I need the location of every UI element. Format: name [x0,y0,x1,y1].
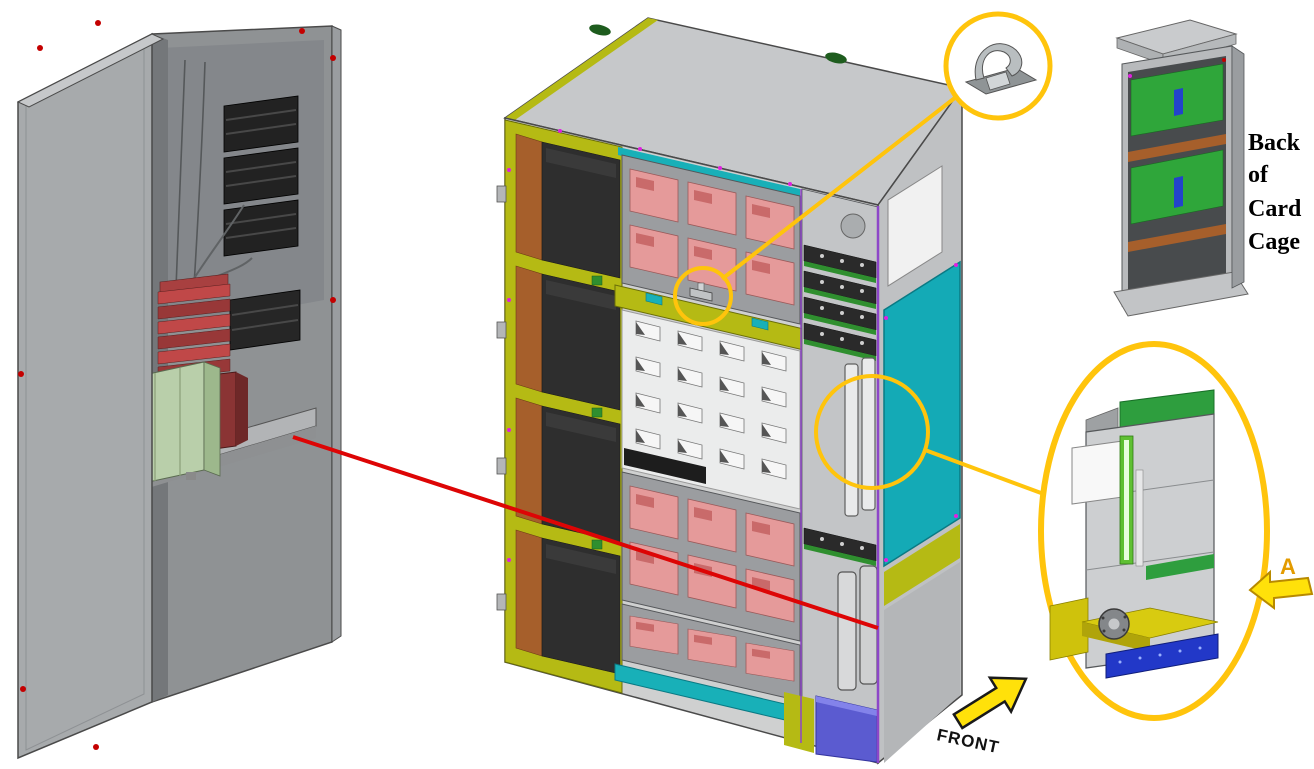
top-teal-rail [618,147,800,197]
detail-a-arrow [1248,569,1314,610]
detail-a-marker: A [1248,554,1314,610]
back-of-card-cage-label: Back of Card Cage [1248,130,1302,255]
left-bay-column [496,119,623,694]
bay-hinge-green-3 [591,539,603,550]
front-arrow [952,676,1028,730]
tall-slab-1 [837,571,857,691]
chassis-top-left-yellow-edge [505,18,658,120]
mini-cage-red-dot [1222,58,1226,62]
clip-highlight-circle [673,266,733,326]
teal-clip-2 [751,317,769,331]
cabinet-shelf-front [128,426,316,494]
detail-seam-2 [1085,551,1215,571]
clip-callout-leader [720,95,958,281]
bay-hinge-green-2 [591,407,603,418]
mini-cage-blue-connector-1 [1174,88,1183,116]
mini-cage-orange-rail-1 [1128,134,1226,162]
silver-bar-1 [844,363,859,517]
front-label: FRONT [935,725,1001,757]
cabinet-door-panel [17,32,153,760]
detail-fan [1098,608,1130,640]
right-face-yellow-strip [884,524,960,606]
blue-module-top-edge [816,696,877,716]
main-chassis-view [496,17,964,765]
label-line-back: Back [1248,130,1301,156]
card-cage-corner-detail [1049,389,1219,679]
detail-yellow-wing [1049,597,1089,661]
teal-side-panel [883,260,961,568]
chassis-highlight-circle [814,374,930,490]
detail-green-bar-highlight [1124,440,1129,560]
cabinet-top-edge [16,33,165,108]
detail-blue-strip-pins [1118,646,1202,664]
silver-bar-2 [861,357,876,511]
clip-detail-circle [943,11,1053,121]
mini-cage-pink-dot [1128,74,1132,78]
red-leader-line [292,435,879,630]
finned-heat-blocks [223,95,301,351]
detail-a-label: A [1280,554,1296,579]
detail-green-strip-lower [1146,554,1214,580]
card-cage-detail-callout: A [814,341,1314,721]
yellow-base-patch [784,692,814,753]
dark-brush-strip [624,448,706,484]
detail-blue-connector-strip [1105,633,1219,679]
top-vent-oval-1 [589,24,611,36]
hinge-tab-3 [496,457,507,475]
mini-cage-orange-rail-2 [1128,224,1226,252]
hinge-tab-4 [496,593,507,611]
hinge-tab-2 [496,321,507,339]
label-line-card: Card [1248,196,1302,222]
top-vent-oval-2 [825,52,847,64]
back-of-card-cage-view: Back of Card Cage [1113,19,1302,317]
right-face-lower-gray [884,562,960,763]
metal-clip-on-beam [689,282,713,302]
metal-clip-detail [964,43,1038,95]
detail-silver-bar [1135,469,1144,567]
mini-cage-base-flap [1113,271,1249,317]
label-line-cage: Cage [1248,229,1300,255]
hinge-tab-1 [496,185,507,203]
label-line-of: of [1248,162,1269,188]
bay-hinge-green-1 [591,275,603,286]
teal-clip-1 [645,292,663,306]
right-face-white-panel [887,165,943,287]
mini-cage-right-side [1231,45,1245,289]
cabinet-right-edge [331,25,342,643]
clip-callout [673,11,1053,326]
center-card-groups [614,147,809,721]
mini-cage-blue-connector-2 [1174,176,1183,208]
round-knockout [840,213,866,239]
wall-cabinet-view [16,20,342,760]
detail-callout-leader [924,448,1061,502]
